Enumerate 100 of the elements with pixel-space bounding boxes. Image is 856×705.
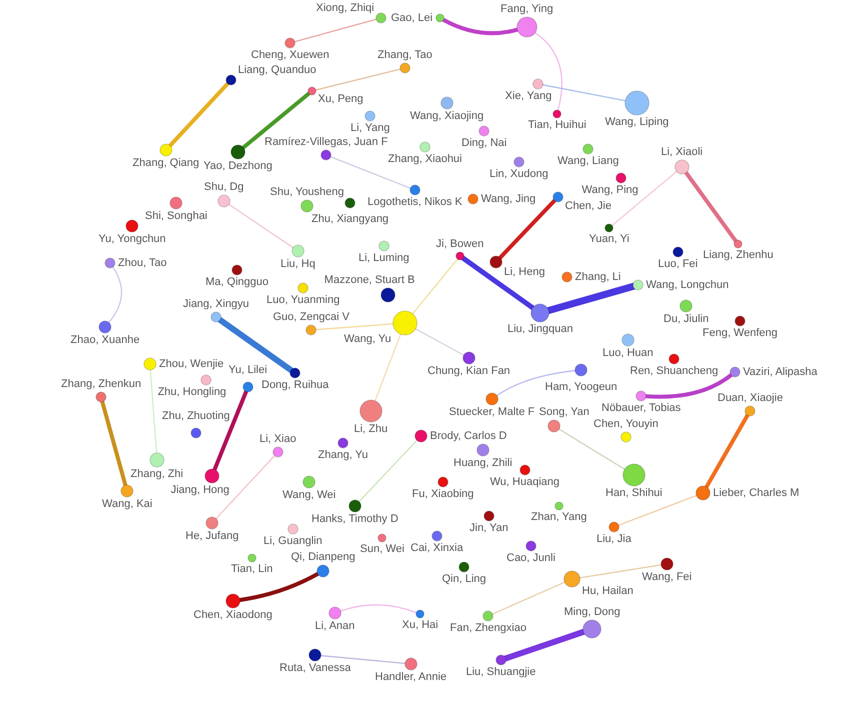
author-name: Hanks, Timothy D [312,513,398,526]
author-name: Ham, Yoogeun [545,381,618,394]
connector-line [150,369,158,454]
author-name: Xu, Hai [402,619,438,632]
connector-line [496,370,576,396]
connector-line [534,32,562,111]
author-name: Gao, Lei [391,12,433,24]
author-name: Chung, Kian Fan [428,365,510,378]
author-name: Zhang, Zhi [130,468,184,481]
author-name: Tian, Huihui [528,119,586,132]
author-name: Qi, Dianpeng [291,551,356,564]
author-name: Zhu, Zhuoting [162,410,230,423]
author-name: Liu, Jia [596,533,632,546]
author-name: Hu, Hailan [582,585,634,598]
author-name: Zhou, Tao [118,256,167,270]
author-name: Liu, Shuangjie [466,666,536,679]
connector-line [442,18,520,36]
connector-line [108,266,122,323]
author-name: Lieber, Charles M [713,486,800,500]
author-name: Du, Jiulin [664,313,709,326]
connector-line [168,82,230,148]
author-name: Song, Yan [539,406,590,419]
author-name: Chen, Youyin [594,418,658,431]
author-name: Zhu, Hongling [158,386,226,399]
author-name: Logothetis, Nikos K [368,196,462,209]
author-name: Yu, Yongchun [98,233,166,246]
connector-line [460,256,536,310]
connector-line [374,334,402,402]
author-name: Chen, Jie [565,200,612,213]
connector-line [644,373,734,399]
author-name: Liu, Jingquan [508,323,573,336]
author-name: Xie, Yang [505,90,552,103]
connector-line [412,258,458,314]
connector-line [579,564,662,578]
connector-line [294,18,377,42]
author-name: Ji, Bowen [436,238,484,251]
author-name: Zhou, Wenjie [159,358,224,370]
author-name: Wang, Liping [605,116,669,129]
author-name: Qin, Ling [442,573,486,586]
author-name: Li, Xiao [260,433,296,446]
author-name: Ruta, Vanessa [280,662,351,675]
author-name: He, Jufang [186,530,239,543]
author-name: Zhang, Qiang [132,157,200,170]
author-name: Xu, Peng [318,93,364,106]
author-name: Liu, Hq [280,258,316,271]
author-name: Li, Heng [504,266,545,279]
author-name: Mazzone, Stuart B [324,274,415,287]
author-name: Li, Anan [315,620,355,633]
author-name: Luo, Huan [602,347,654,360]
author-name: Li, Luming [358,252,410,265]
connector-line [340,604,417,614]
author-name: Handler, Annie [375,671,447,684]
author-name: Yao, Dezhong [204,160,272,173]
author-name: Liang, Zhenhu [703,249,774,262]
connector-line [241,92,311,150]
author-name: Yu, Lilei [228,364,268,377]
connector-line [358,440,418,502]
author-name: Shu, Yousheng [270,186,344,199]
connector-line [216,455,276,520]
author-name: Chen, Xiaodong [194,609,272,622]
author-name: Jiang, Xingyu [183,298,250,311]
author-name: Wang, Liang [558,155,619,168]
author-name: Li, Xiaoli [661,146,703,159]
connector-line [217,316,294,374]
connector-line [612,170,678,226]
author-name: Vaziri, Alipasha [743,366,818,378]
author-name: Wang, Yu [344,333,392,346]
connector-line [618,494,698,526]
author-name: Nöbauer, Tobias [602,402,681,415]
connector-line [238,572,320,602]
connector-line [315,68,401,91]
author-name: Cheng, Xuewen [251,49,330,62]
connector-line [704,413,750,489]
author-name: Wang, Fei [642,571,692,584]
author-name: Wang, Xiaojing [410,110,484,123]
connector-line [684,170,738,243]
author-name: Luo, Fei [658,258,698,271]
author-name: Ramírez-Villegas, Juan F [264,136,388,149]
author-name: Wang, Longchun [646,278,729,292]
author-name: Li, Zhu [354,423,388,436]
author-name: Wang, Jing [481,192,536,206]
author-name: Zhang, Xiaohui [388,153,462,166]
connector-line [414,328,464,356]
author-name: Dong, Ruihua [262,379,329,392]
author-name: Li, Guanglin [264,535,322,548]
author-name: Ren, Shuancheng [630,365,718,378]
author-name: Jin, Yan [470,522,508,535]
author-name: Zhang, Li [575,270,621,284]
author-name: Zhang, Zhenkun [61,378,142,391]
author-name: Yuan, Yi [589,233,630,246]
author-name: Zhang, Tao [378,49,432,62]
connector-line [315,323,394,330]
author-name: Liang, Quanduo [238,64,316,77]
author-name: Guo, Zengcai V [273,311,350,324]
author-name: Brody, Carlos D [430,430,507,442]
author-name: Zhang, Yu [318,449,368,462]
connector-line [100,400,128,488]
author-name: Duan, Xiaojie [718,392,783,405]
connector-line [320,655,406,664]
author-name: Cao, Junli [506,552,556,565]
